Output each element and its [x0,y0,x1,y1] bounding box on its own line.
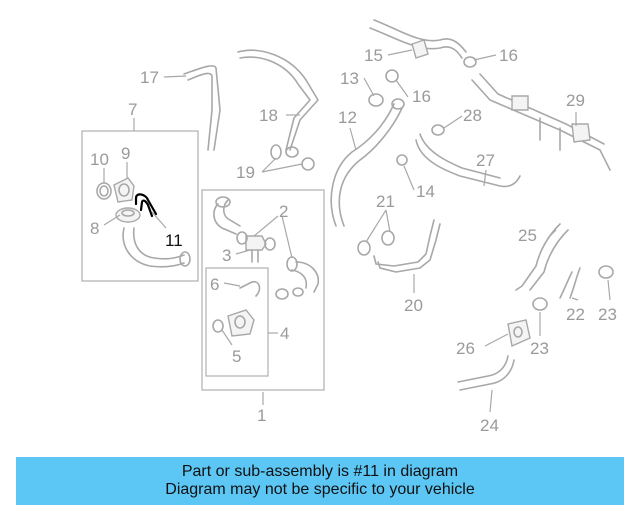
callout-5: 5 [232,347,241,366]
info-banner: Part or sub-assembly is #11 in diagram D… [16,457,624,505]
callout-14: 14 [416,182,435,201]
part-2-clamp-lower [275,287,304,300]
part-21-o-ring [357,240,371,256]
part-17-pipe [183,65,221,151]
part-7-hose [122,227,185,268]
part-27-pipe [415,139,521,188]
callout-18: 18 [259,106,278,125]
callout-7: 7 [128,100,137,119]
callout-6: 6 [210,275,219,294]
part-26-fitting [507,319,531,348]
part-15-clip [411,39,429,59]
part-23-clamp-b [532,297,548,311]
part-29-fuel-rail [471,73,611,171]
callout-23-left: 23 [530,339,549,358]
leader-lines [103,49,611,413]
callout-9: 9 [121,144,130,163]
callout-26: 26 [456,339,475,358]
part-2-elbow-lower [286,256,320,293]
callout-28: 28 [463,106,482,125]
parts-diagram: 7 10 9 8 11 2 3 6 4 5 1 17 18 19 12 13 1… [81,19,617,435]
callout-1: 1 [257,406,266,425]
part-24-hose [457,355,509,383]
group-box-1 [201,189,325,391]
callout-3: 3 [222,246,231,265]
callout-29: 29 [566,91,585,110]
callout-2: 2 [279,202,288,221]
part-19-o-ring [270,144,282,160]
part-16-clamp-mid [385,69,399,83]
part-4-thermostat-housing [227,309,255,337]
group-box-7 [81,130,199,282]
callout-24: 24 [480,416,499,435]
part-13-clamp [368,93,384,107]
callout-8: 8 [90,219,99,238]
part-22-hose [559,271,573,299]
group-box-4 [205,267,269,377]
callout-21: 21 [376,192,395,211]
callout-15: 15 [364,46,383,65]
part-12-hose [338,107,403,227]
callout-22: 22 [566,305,585,324]
part-11-hose-clip [134,193,158,218]
callout-19: 19 [236,163,255,182]
banner-line-disclaimer: Diagram may not be specific to your vehi… [165,481,475,498]
part-10-o-ring [96,182,112,200]
part-21-o-ring-b [381,230,395,246]
callout-4: 4 [280,324,289,343]
part-6-hose [239,280,261,297]
part-8-flange [115,207,141,223]
callout-11: 11 [165,231,183,250]
part-9-housing [113,177,135,203]
banner-line-part: Part or sub-assembly is #11 in diagram [181,463,459,480]
callout-10: 10 [90,150,109,169]
callout-12: 12 [338,108,357,127]
callout-16-top: 16 [499,46,518,65]
callout-17: 17 [140,68,159,87]
part-16-clamp-top [463,56,477,68]
part-2-elbow-hose [213,196,241,235]
part-14-clip [396,154,408,166]
part-25-hose [515,223,561,291]
part-18-hose [237,49,319,151]
callout-16-mid: 16 [412,87,431,106]
part-3-connector [236,231,276,263]
part-5-o-ring [212,319,224,333]
callout-25: 25 [518,226,537,245]
part-20-pipe [377,223,441,273]
part-23-clamp-a [598,265,614,279]
part-19-o-ring-b [301,157,315,171]
part-15-hose [373,19,467,53]
part-18-end [285,146,299,158]
callout-27: 27 [476,151,495,170]
callout-20: 20 [404,296,423,315]
callout-13: 13 [340,69,359,88]
part-28-o-ring [431,124,445,136]
callout-23-right: 23 [598,305,617,324]
